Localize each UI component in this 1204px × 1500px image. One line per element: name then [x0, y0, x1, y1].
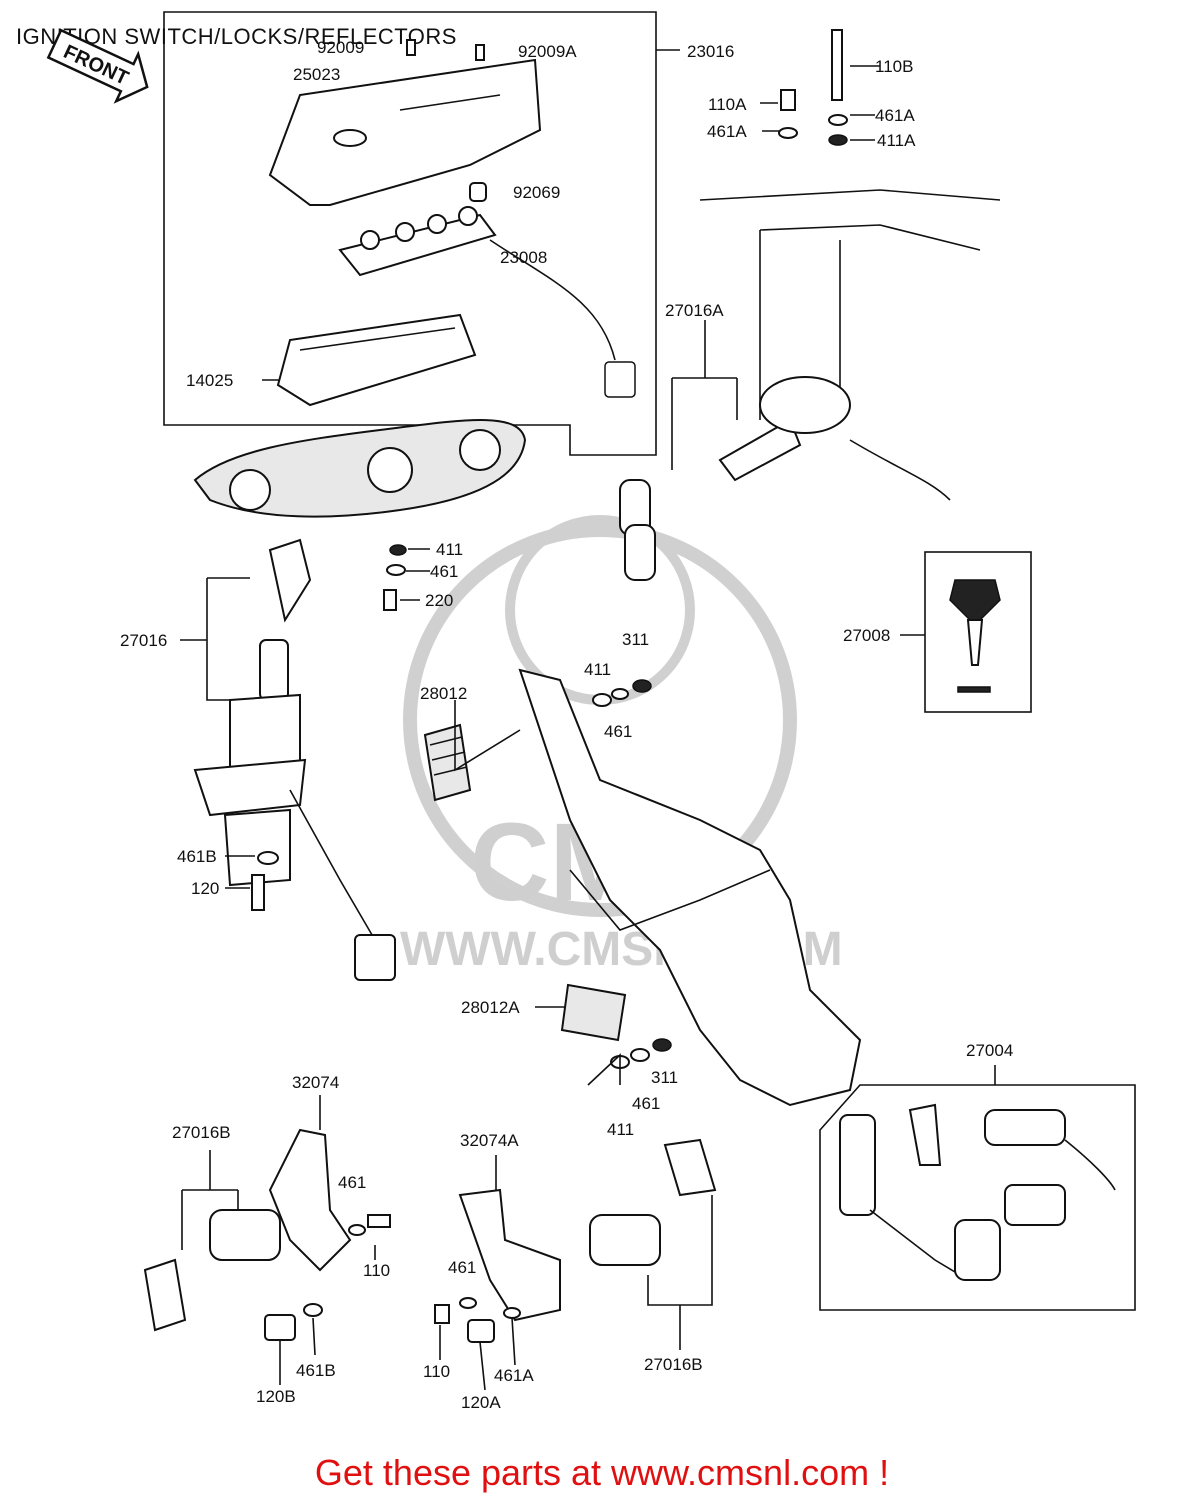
label-461A-top-left: 461A	[707, 122, 747, 141]
part-110A-bolt	[780, 89, 796, 111]
part-411A-washer	[828, 134, 848, 146]
label-120A: 120A	[461, 1393, 501, 1412]
part-27016-ignition-switch	[193, 538, 396, 981]
label-92009: 92009	[317, 38, 364, 57]
part-14025-case	[276, 313, 477, 407]
label-110-a: 110	[363, 1261, 390, 1280]
label-461-a: 461	[430, 562, 458, 581]
label-27016B-left: 27016B	[172, 1123, 231, 1142]
part-461-washer-b	[611, 688, 629, 700]
leader-lines	[180, 65, 996, 1391]
part-461-washer-d	[348, 1224, 366, 1236]
call-to-action-link[interactable]: Get these parts at www.cmsnl.com !	[314, 1452, 890, 1493]
part-120-bolt	[251, 874, 265, 911]
part-fork-crown	[193, 419, 527, 518]
front-arrow-icon: FRONT	[46, 28, 149, 104]
part-27016B-lock-left	[143, 1209, 281, 1332]
key-card-27008	[924, 551, 1032, 713]
label-461A-bottom: 461A	[494, 1366, 534, 1385]
part-27004-lock-set	[839, 1103, 1116, 1281]
label-311-a: 311	[622, 630, 649, 649]
part-rear-fender	[518, 668, 862, 1107]
label-461-e: 461	[448, 1258, 476, 1277]
part-411-washer-b	[592, 693, 612, 707]
frame-section	[699, 189, 1001, 420]
label-220: 220	[425, 591, 453, 610]
label-23008: 23008	[500, 248, 547, 267]
label-411-b: 411	[584, 660, 611, 679]
label-27016: 27016	[120, 631, 167, 650]
part-32074-bracket	[268, 1128, 352, 1272]
label-110A: 110A	[708, 95, 747, 114]
part-461A-washer	[778, 127, 798, 139]
part-27016B-lock-right	[589, 1138, 717, 1266]
label-27016A: 27016A	[665, 301, 724, 320]
part-120B-bolt	[264, 1314, 296, 1341]
label-311-b: 311	[651, 1068, 678, 1087]
part-23008-switch	[338, 206, 636, 398]
label-28012: 28012	[420, 684, 467, 703]
part-461B-washer	[257, 851, 279, 865]
part-110-bolt-a	[367, 1214, 391, 1228]
key-27008-icon	[949, 579, 1001, 693]
part-92009A-screw	[475, 44, 485, 61]
part-27016A-seat-lock	[619, 376, 951, 581]
label-461A-top-right: 461A	[875, 106, 915, 125]
label-92069: 92069	[513, 183, 560, 202]
label-110B: 110B	[875, 57, 913, 76]
label-120: 120	[191, 879, 219, 898]
label-411A: 411A	[877, 131, 916, 150]
part-311-nut-b	[652, 1038, 672, 1052]
label-461-b: 461	[604, 722, 632, 741]
label-32074A: 32074A	[460, 1131, 519, 1150]
label-27016B-right: 27016B	[644, 1355, 703, 1374]
label-461B-a: 461B	[177, 847, 217, 866]
part-311-nut-a	[632, 679, 652, 693]
label-25023: 25023	[293, 65, 340, 84]
part-92009-screw	[406, 39, 416, 56]
label-411-c: 411	[607, 1120, 634, 1139]
label-28012A: 28012A	[461, 998, 520, 1017]
label-14025: 14025	[186, 371, 233, 390]
part-461A-washer-bottom	[503, 1307, 521, 1319]
part-461-washer-c	[630, 1048, 650, 1062]
part-110-bolt-b	[434, 1304, 450, 1324]
part-28012A-reflector	[560, 983, 627, 1042]
part-461B-washer-b	[303, 1303, 323, 1317]
label-27004: 27004	[966, 1041, 1013, 1060]
part-461A-washer-right	[828, 114, 848, 126]
assembly-box-23016	[163, 11, 657, 456]
label-27008: 27008	[843, 626, 890, 645]
part-32074A-bracket	[458, 1188, 561, 1322]
part-92069-grommet	[469, 182, 487, 202]
label-110-b: 110	[423, 1362, 450, 1381]
label-120B: 120B	[256, 1387, 296, 1406]
label-92009A: 92009A	[518, 42, 577, 61]
part-28012-reflector	[423, 723, 472, 802]
part-120A-bolt	[467, 1319, 495, 1343]
part-411-nut	[389, 544, 407, 556]
part-110B-bolt	[831, 29, 843, 101]
part-220-bolt	[383, 589, 397, 611]
label-461B-b: 461B	[296, 1361, 336, 1380]
part-25023-cover	[268, 58, 542, 206]
label-461-d: 461	[338, 1173, 366, 1192]
label-32074: 32074	[292, 1073, 339, 1092]
part-461-washer	[386, 564, 406, 576]
label-461-c: 461	[632, 1094, 660, 1113]
part-461-washer-e	[459, 1297, 477, 1309]
label-411-a: 411	[436, 540, 463, 559]
assembly-box-27004	[819, 1084, 1136, 1311]
label-23016: 23016	[687, 42, 734, 61]
